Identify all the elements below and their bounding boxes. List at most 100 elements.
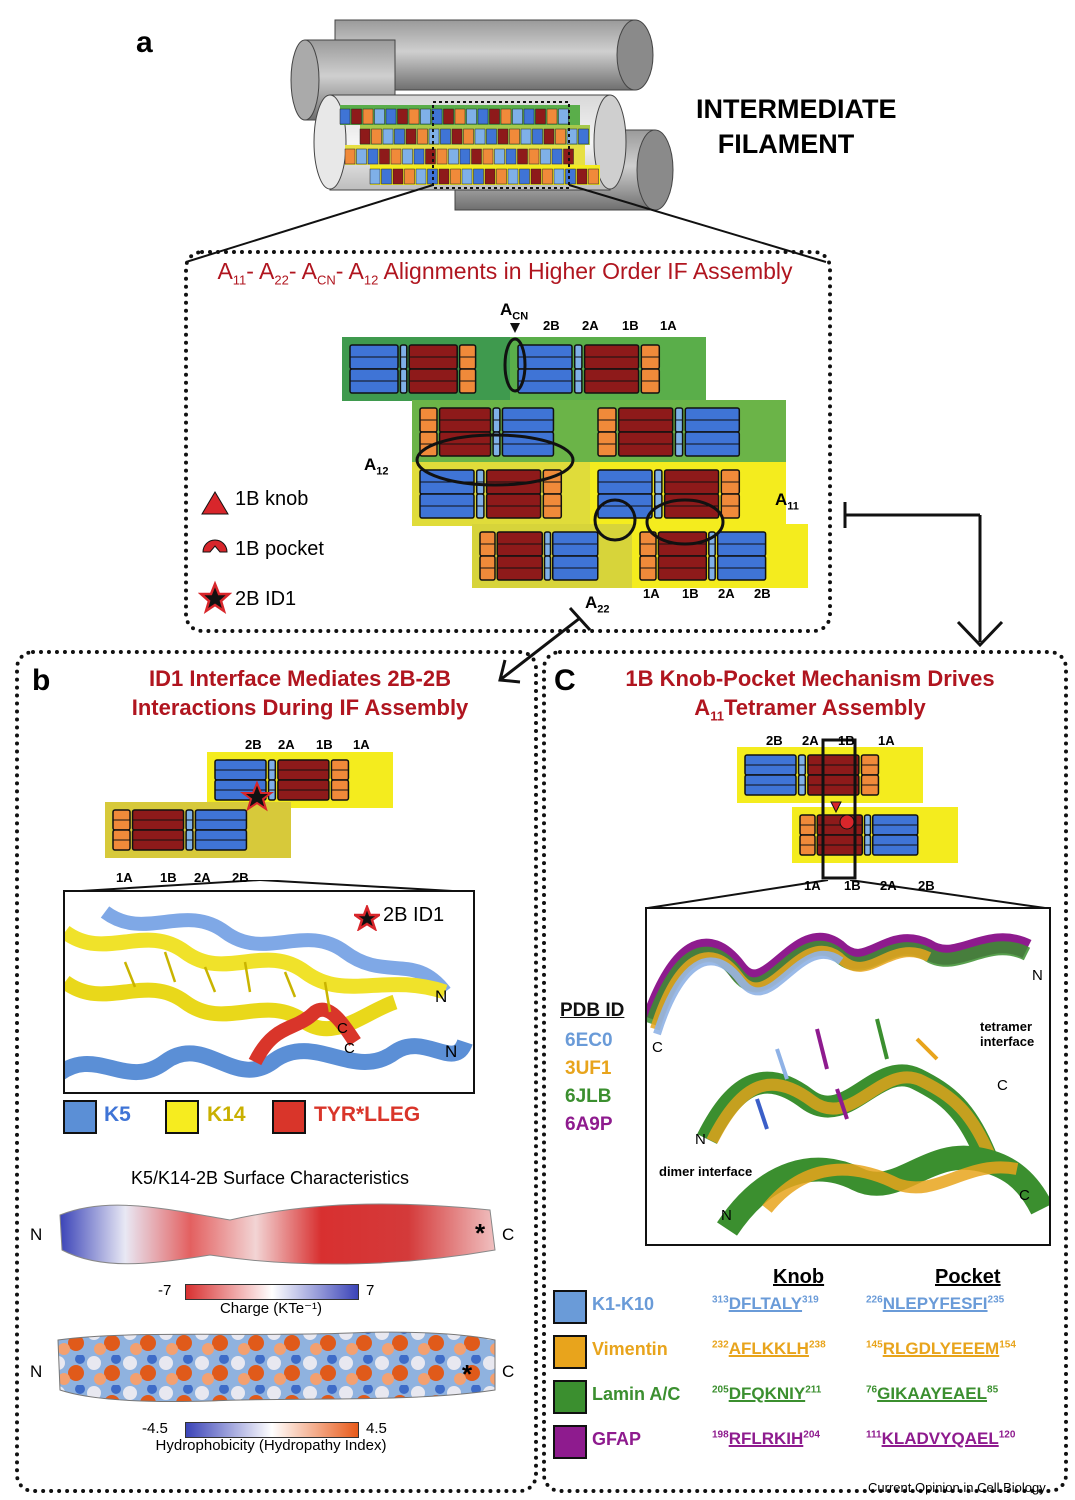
panel-b <box>15 650 538 1493</box>
panel-c-label: C <box>554 664 576 697</box>
helix-n-bottom: N <box>721 1207 732 1224</box>
terminus-n-1: N <box>435 987 448 1006</box>
row-pocket-1: 145RLGDLYEEEM154 <box>866 1339 1016 1358</box>
charge-min: -7 <box>158 1282 172 1299</box>
charge-colorbar <box>185 1284 359 1300</box>
dimer-upper <box>597 469 741 495</box>
segment-label-top-2A: 2A <box>582 318 599 333</box>
surface-c-2: C <box>502 1362 515 1381</box>
row-name-1: Vimentin <box>592 1339 668 1359</box>
k14-swatch <box>165 1100 199 1134</box>
dimer-upper <box>349 344 477 370</box>
knob-pocket-inset: tetramer interface dimer interface N C C… <box>645 907 1051 1246</box>
b-segment-bottom-2B: 2B <box>232 870 249 885</box>
dimer-upper <box>419 407 555 433</box>
panel-c-tetramer-top <box>737 747 923 803</box>
red-triangle-icon <box>201 491 229 515</box>
inset-id1-label: 2B ID1 <box>383 904 445 926</box>
charge-max: 7 <box>366 1282 375 1299</box>
charge-surface: * <box>59 1203 496 1265</box>
zoom-lines <box>185 184 827 263</box>
dimer-upper <box>799 814 919 836</box>
dimer-lower <box>517 368 661 394</box>
tetramer-row-1-right <box>510 337 706 401</box>
marker-a11: A11 <box>775 490 799 513</box>
dimer-upper <box>214 759 350 781</box>
segment-label-top-2B: 2B <box>543 318 560 333</box>
b-segment-top-1A: 1A <box>353 737 370 752</box>
tetramer-row-2-left <box>412 400 598 464</box>
tyr-swatch <box>272 1100 306 1134</box>
dimer-lower <box>597 431 741 457</box>
pocket-header: Pocket <box>935 1266 1001 1288</box>
pdb-3uf1: 3UF1 <box>565 1058 612 1079</box>
red-star-icon <box>198 580 232 614</box>
surface-n-1: N <box>30 1225 43 1244</box>
credit-line: Current Opinion in Cell Biology <box>868 1480 1046 1495</box>
tetramer-row-3-left <box>412 462 608 526</box>
panel-b-title-line-1: ID1 Interface Mediates 2B-2B <box>149 666 451 691</box>
c-segment-top-1B: 1B <box>838 733 855 748</box>
panel-c-title-line-2: A11Tetramer Assembly <box>694 695 926 724</box>
panel-c-tetramer-bottom <box>792 807 958 863</box>
panel-c-title-line-1: 1B Knob-Pocket Mechanism Drives <box>625 666 995 691</box>
segment-label-bottom-2B: 2B <box>754 586 771 601</box>
filament-title-line-2: FILAMENT <box>717 129 855 159</box>
row-swatch-1 <box>553 1335 587 1369</box>
hydro-label: Hydrophobicity (Hydropathy Index) <box>155 1437 387 1454</box>
row-swatch-0 <box>553 1290 587 1324</box>
c-segment-top-2A: 2A <box>802 733 819 748</box>
row-knob-2: 205DFQKNIY211 <box>712 1384 822 1403</box>
terminus-c-1: C <box>337 1020 348 1037</box>
b-segment-bottom-1B: 1B <box>160 870 177 885</box>
c-segment-top-2B: 2B <box>766 733 783 748</box>
dimer-upper <box>597 407 741 433</box>
segment-label-bottom-1A: 1A <box>643 586 660 601</box>
helix-overlay <box>647 932 1049 1236</box>
row-knob-1: 232AFLKKLH238 <box>712 1339 826 1358</box>
dimer-interface-label: dimer interface <box>659 1164 753 1179</box>
hydro-max: 4.5 <box>366 1420 387 1437</box>
row-pocket-0: 226NLEPYFESFI235 <box>866 1294 1005 1313</box>
dimer-upper <box>419 469 563 495</box>
knob-header: Knob <box>773 1266 825 1288</box>
pdb-6jlb: 6JLB <box>565 1086 612 1107</box>
helix-structure <box>65 906 473 1081</box>
segment-label-top-1B: 1B <box>622 318 639 333</box>
tetramer-row-4-left <box>472 524 638 588</box>
c-segment-bottom-2A: 2A <box>880 878 897 893</box>
svg-text:*: * <box>462 1359 473 1389</box>
row-swatch-2 <box>553 1380 587 1414</box>
marker-acn: ACN <box>500 300 529 323</box>
row-swatch-3 <box>553 1425 587 1459</box>
dimer-upper <box>744 754 880 776</box>
filament-cylinder-illustration <box>290 19 674 211</box>
panel-b-tetramer-top <box>207 752 393 808</box>
helix-n-top: N <box>1032 967 1043 984</box>
svg-text:*: * <box>475 1218 486 1248</box>
marker-a22: A22 <box>585 593 610 616</box>
segment-label-bottom-2A: 2A <box>718 586 735 601</box>
row-name-3: GFAP <box>592 1429 642 1449</box>
tetramer-row-1-left <box>342 337 518 401</box>
star-icon <box>354 905 380 931</box>
c-segment-bottom-1A: 1A <box>804 878 821 893</box>
pdb-6ec0: 6EC0 <box>565 1030 613 1051</box>
hydro-min: -4.5 <box>142 1420 168 1437</box>
panel-a-label: a <box>136 26 153 59</box>
panel-c-zoom-lines <box>647 880 1046 909</box>
dimer-lower <box>639 555 767 581</box>
terminus-c-2: C <box>344 1040 355 1057</box>
legend-id1: 2B ID1 <box>235 588 297 610</box>
red-pocket-icon <box>202 539 228 553</box>
legend-knob: 1B knob <box>235 488 309 510</box>
panel-c-title: 1B Knob-Pocket Mechanism Drives A11Tetra… <box>600 664 1020 730</box>
segment-label-bottom-1B: 1B <box>682 586 699 601</box>
b-segment-bottom-1A: 1A <box>116 870 133 885</box>
panel-b-tetramer-bottom <box>105 802 291 858</box>
charge-label: Charge (KTe⁻¹) <box>219 1300 323 1317</box>
row-name-2: Lamin A/C <box>592 1384 681 1404</box>
filament-title-line-1: INTERMEDIATE <box>696 94 897 124</box>
k14-label: K14 <box>207 1103 246 1126</box>
panel-b-title-line-2: Interactions During IF Assembly <box>131 695 469 720</box>
